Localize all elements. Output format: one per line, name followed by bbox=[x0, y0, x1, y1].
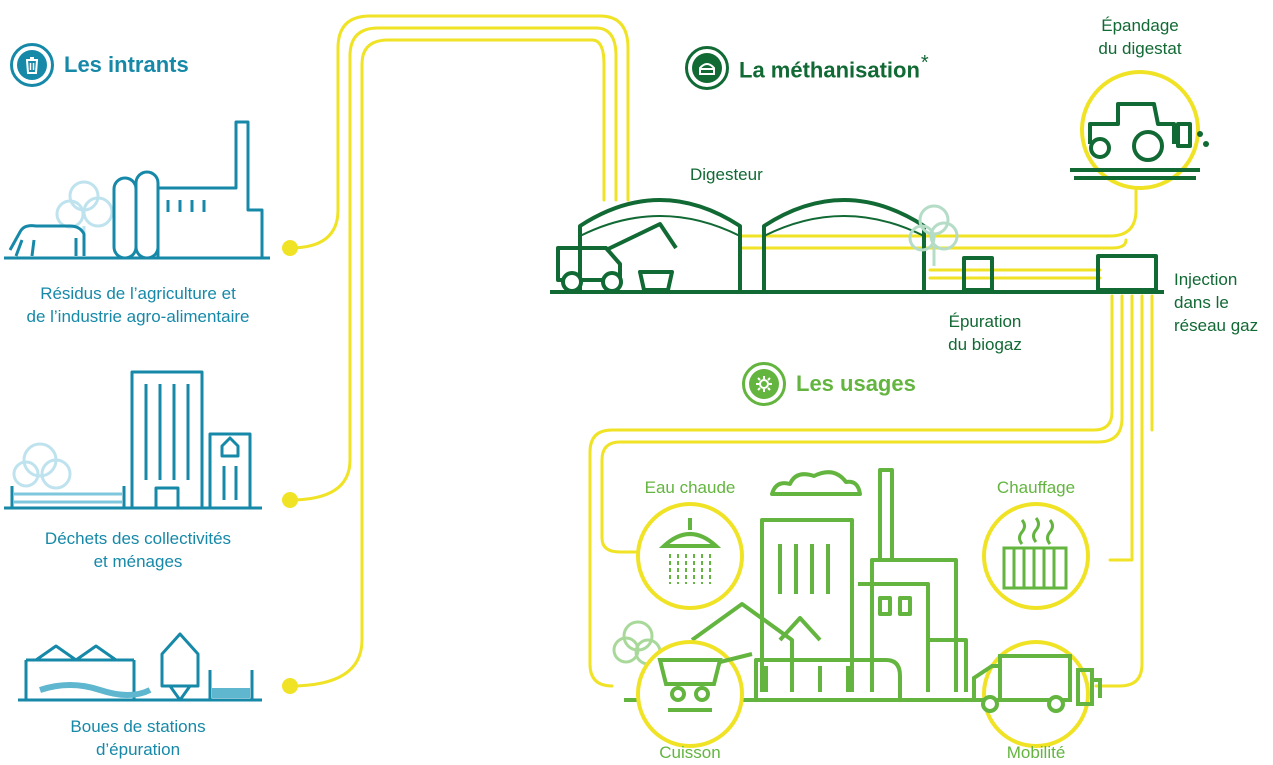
connector-dot bbox=[282, 492, 298, 508]
heading-intrants: Les intrants bbox=[10, 43, 189, 87]
label-chauffage: Chauffage bbox=[996, 478, 1076, 497]
label-digesteur: Digesteur bbox=[690, 165, 763, 184]
waste-communities-icon bbox=[4, 370, 262, 510]
heading-methanisation: La méthanisation* bbox=[685, 46, 929, 90]
agriculture-industry-icon bbox=[4, 120, 270, 260]
gear-icon bbox=[742, 362, 786, 406]
heading-intrants-label: Les intrants bbox=[64, 52, 189, 77]
flow-lines bbox=[288, 14, 1154, 688]
input-connector-dots bbox=[282, 240, 298, 694]
label-mobilite: Mobilité bbox=[1006, 743, 1066, 762]
biogas-plant-icon bbox=[550, 198, 1164, 294]
heading-usages-label: Les usages bbox=[796, 371, 916, 396]
dome-icon bbox=[685, 46, 729, 90]
hot-water-icon bbox=[636, 502, 744, 610]
mobility-icon bbox=[972, 640, 1102, 748]
cooking-icon bbox=[636, 640, 753, 748]
heating-icon bbox=[982, 502, 1090, 610]
heading-usages: Les usages bbox=[742, 362, 916, 406]
sewage-sludge-icon bbox=[18, 632, 262, 702]
connector-dot bbox=[282, 678, 298, 694]
tractor-icon bbox=[1070, 70, 1209, 190]
label-cuisson: Cuisson bbox=[659, 743, 721, 762]
label-eau-chaude: Eau chaude bbox=[644, 478, 736, 497]
tree-icon bbox=[908, 204, 959, 266]
heading-methanisation-label: La méthanisation* bbox=[739, 52, 929, 83]
asterisk-note: * bbox=[920, 52, 929, 75]
trash-icon bbox=[10, 43, 54, 87]
connector-dot bbox=[282, 240, 298, 256]
